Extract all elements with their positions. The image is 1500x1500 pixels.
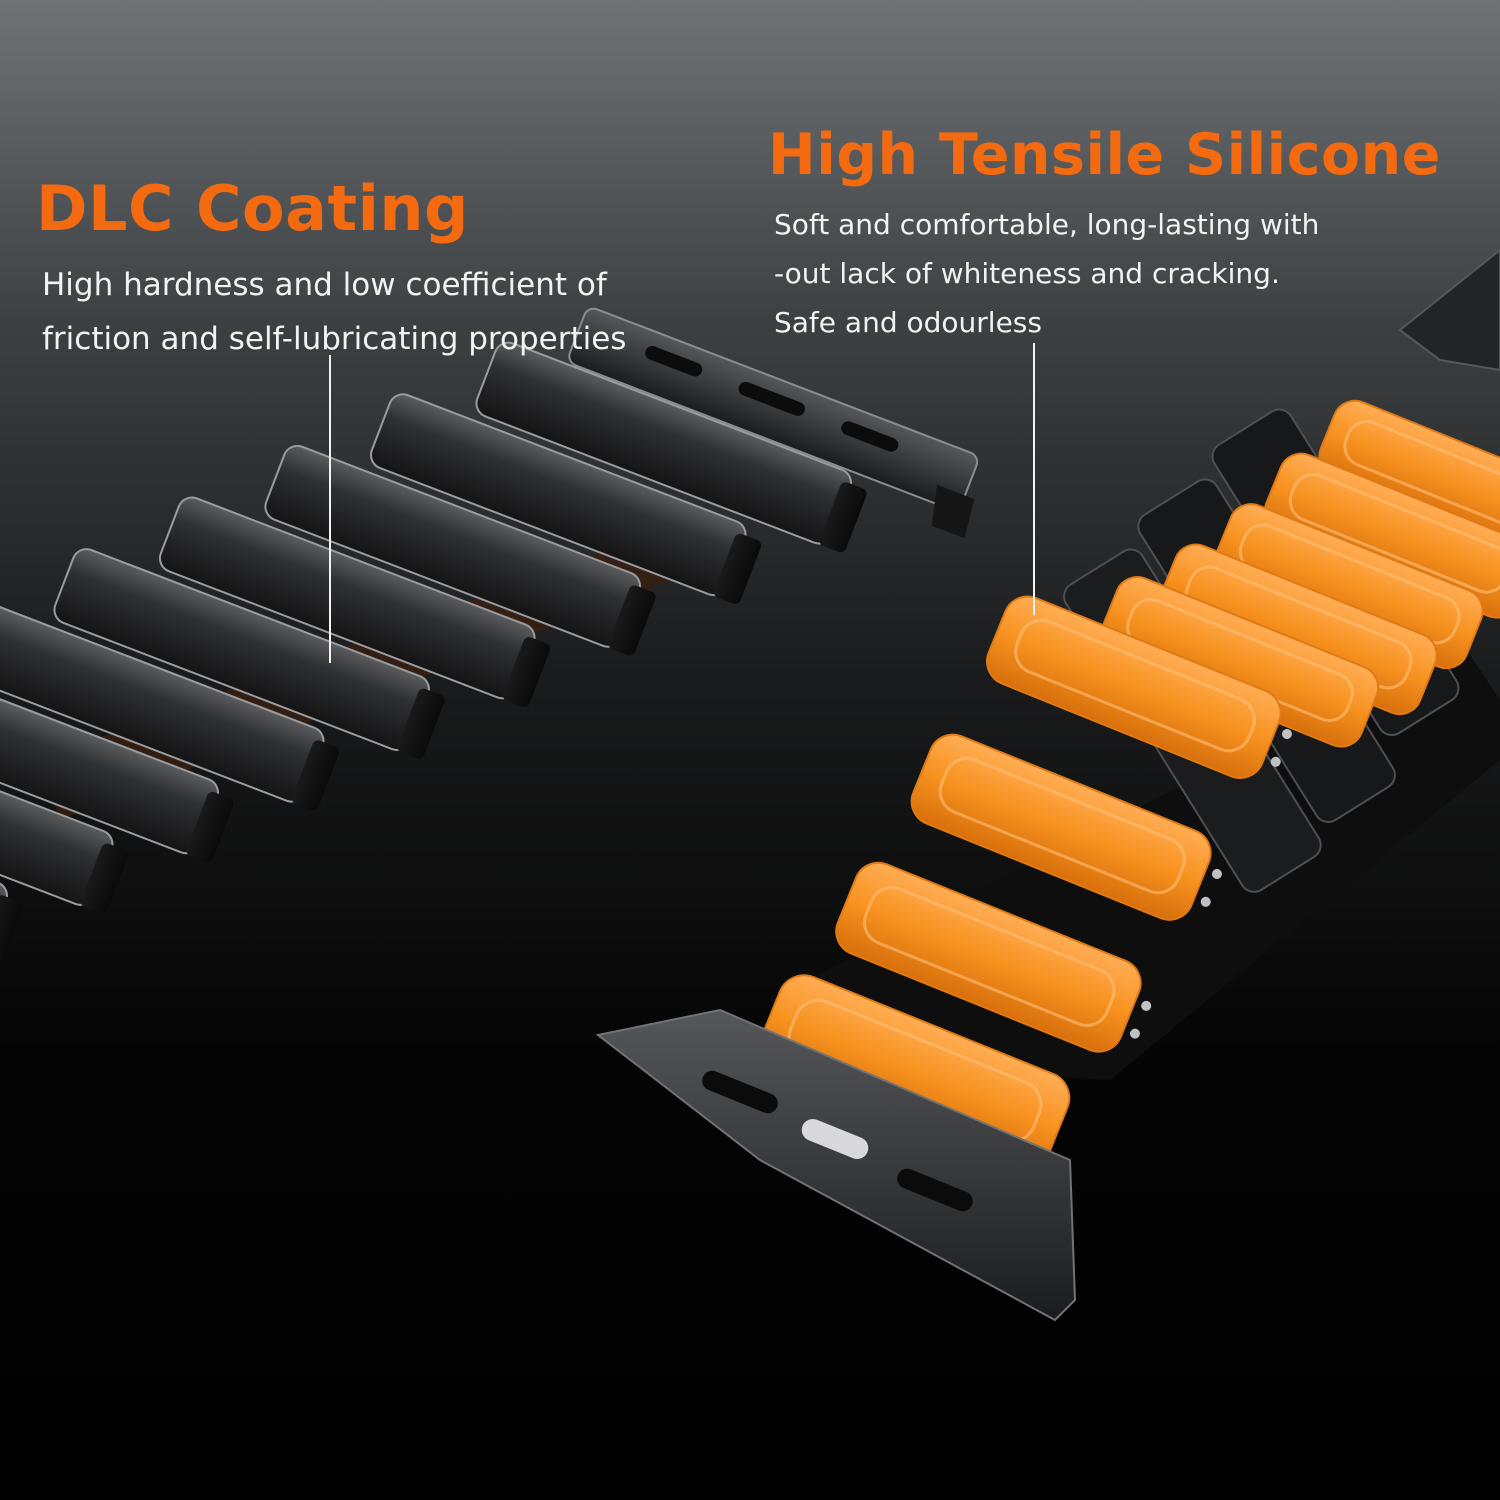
dlc-coating-title: DLC Coating (36, 172, 469, 245)
dlc-link (264, 444, 656, 656)
dlc-coating-description: High hardness and low coefficient of fri… (42, 258, 626, 366)
description-line: Safe and odourless (774, 306, 1042, 339)
silicone-pad (910, 733, 1222, 921)
dlc-link (53, 548, 445, 759)
silicone-band-right (595, 248, 1500, 1322)
description-line: Soft and comfortable, long-lasting with (774, 208, 1320, 241)
dlc-link (0, 754, 23, 966)
description-line: friction and self-lubricating properties (42, 321, 627, 357)
dlc-link (0, 703, 129, 914)
dlc-link (0, 599, 340, 811)
dlc-link (158, 496, 551, 708)
silicone-pad (835, 861, 1152, 1053)
dlc-link (0, 651, 234, 863)
silicone-description: Soft and comfortable, long-lasting with … (774, 200, 1319, 347)
dlc-band-left (0, 307, 979, 966)
lug-adapter-left (568, 307, 979, 539)
leader-line-right (1033, 343, 1035, 615)
description-line: -out lack of whiteness and cracking. (774, 257, 1280, 290)
silicone-title: High Tensile Silicone (768, 122, 1441, 188)
lug-adapter-right (595, 1008, 1077, 1322)
dlc-link (369, 393, 762, 604)
dlc-link (475, 341, 867, 553)
description-line: High hardness and low coefficient of (42, 267, 607, 303)
silicone-pad (986, 595, 1292, 779)
leader-line-left (329, 355, 331, 663)
